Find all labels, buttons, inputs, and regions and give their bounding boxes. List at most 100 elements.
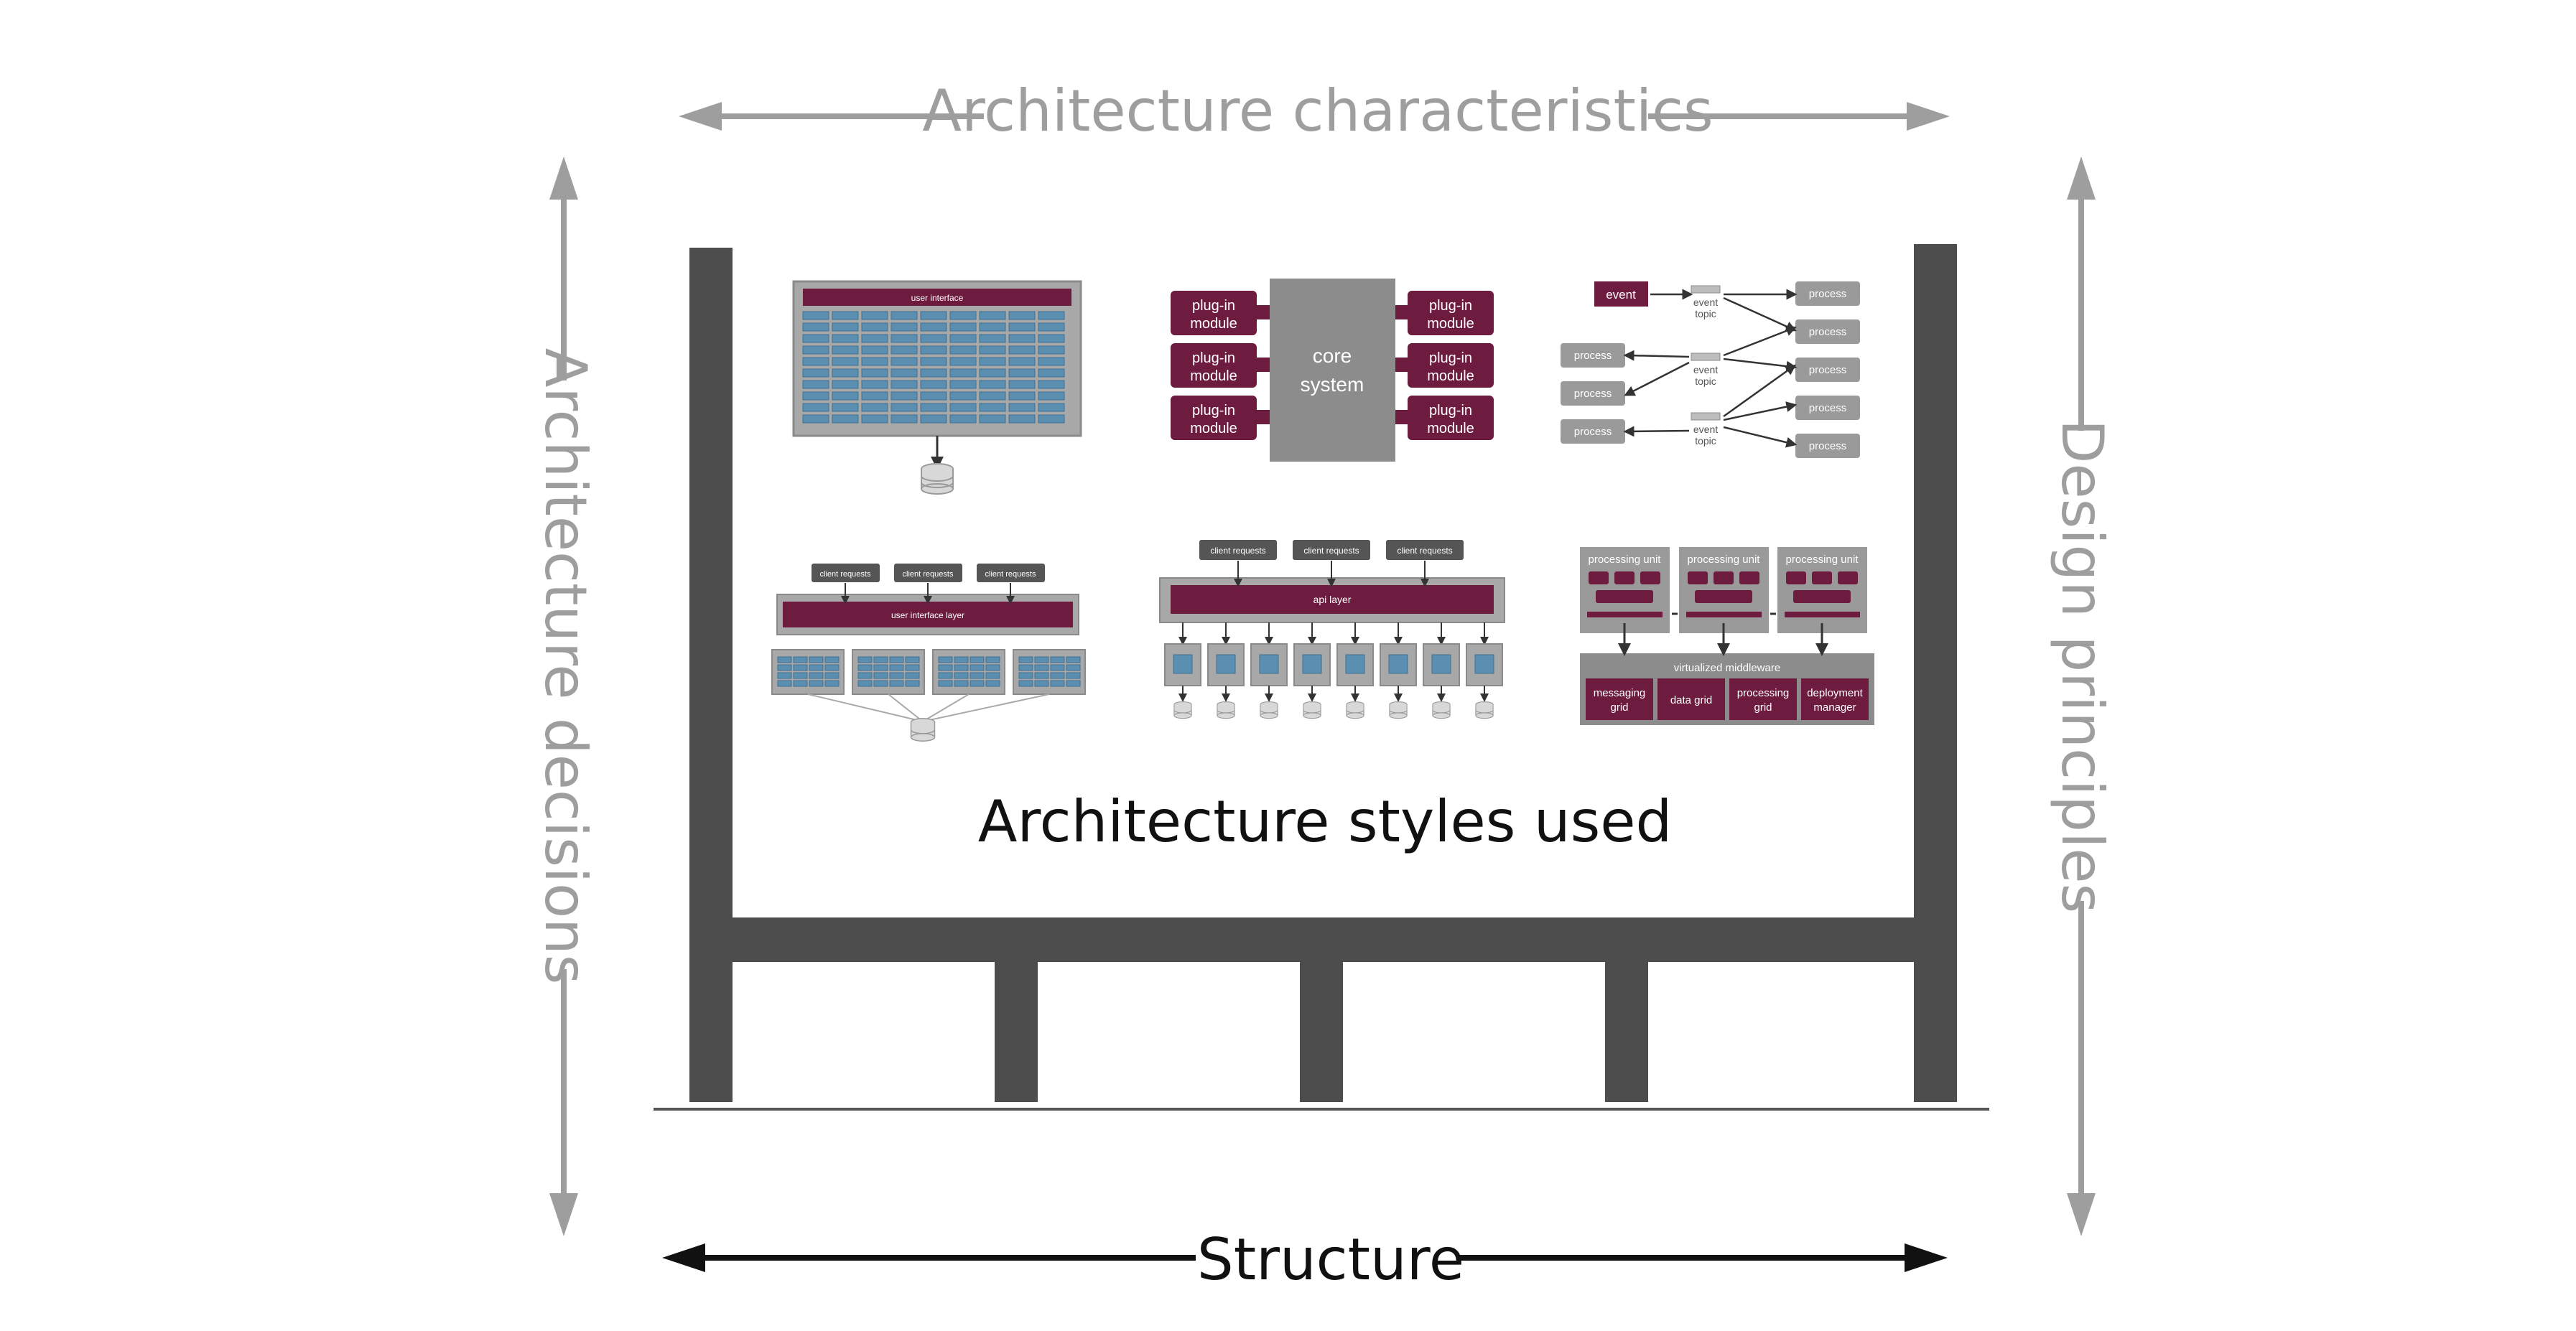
grid-cell xyxy=(920,414,947,424)
grid-cell xyxy=(861,403,888,412)
service-box xyxy=(932,649,1005,695)
database-icon xyxy=(1173,701,1192,719)
grid-cell xyxy=(802,334,829,343)
service-ui-layer xyxy=(783,602,1073,627)
grid-cell xyxy=(938,672,953,679)
layered-style-thumbnail: user interface xyxy=(792,280,1082,495)
grid-cell xyxy=(1008,322,1036,332)
layered-header xyxy=(803,289,1071,306)
service-box xyxy=(771,649,845,695)
plugin-label-line2: module xyxy=(1427,421,1474,436)
grid-cell xyxy=(832,334,859,343)
grid-cell xyxy=(802,403,829,412)
service-cells xyxy=(1018,656,1081,687)
top-left-arrowhead-icon xyxy=(679,102,722,131)
database-icon xyxy=(1217,701,1235,719)
grid-cell xyxy=(1038,391,1065,401)
grid-cell xyxy=(861,334,888,343)
database-icon xyxy=(1475,701,1494,719)
grid-cell xyxy=(832,368,859,378)
unit-block xyxy=(1589,571,1609,584)
grid-cell xyxy=(920,345,947,355)
grid-service-box xyxy=(1586,678,1653,720)
layered-header-label: user interface xyxy=(911,293,964,303)
process-box xyxy=(1795,396,1860,420)
grid-cell xyxy=(979,368,1006,378)
grid-cell xyxy=(824,664,840,671)
api-layer-label: api layer xyxy=(1313,594,1352,605)
processing-unit-label: processing unit xyxy=(1688,554,1761,566)
grid-service-box xyxy=(1801,678,1869,720)
process-label: process xyxy=(1574,426,1612,438)
core-label-line1: core xyxy=(1313,345,1352,367)
microservice-core xyxy=(1173,654,1193,674)
grid-cell xyxy=(832,414,859,424)
layered-database-icon xyxy=(921,463,954,495)
grid-cell xyxy=(793,664,808,671)
plugin-label-line1: plug-in xyxy=(1192,403,1235,419)
grid-cell xyxy=(905,664,920,671)
event-topic-label-line2: topic xyxy=(1695,308,1716,319)
unit-block xyxy=(1714,571,1734,584)
grid-cell xyxy=(1050,656,1065,663)
grid-cell xyxy=(861,380,888,389)
arrow-icon xyxy=(1723,296,1797,332)
grid-cell xyxy=(920,403,947,412)
plugin-label-line1: plug-in xyxy=(1429,298,1472,314)
grid-cell xyxy=(920,357,947,366)
plugin-connector xyxy=(1257,305,1270,319)
microservice-core xyxy=(1216,654,1236,674)
grid-cell xyxy=(1066,664,1081,671)
service-db-link xyxy=(807,693,924,722)
grid-cell xyxy=(891,391,918,401)
grid-cell xyxy=(1018,680,1033,687)
grid-cell xyxy=(954,664,969,671)
grid-cell xyxy=(949,322,977,332)
grid-service-label-line2: manager xyxy=(1813,701,1856,714)
grid-cell xyxy=(970,680,985,687)
plugin-module-box xyxy=(1171,291,1257,335)
grid-cell xyxy=(861,311,888,320)
left-wall xyxy=(689,248,733,1102)
grid-cell xyxy=(1008,414,1036,424)
process-label: process xyxy=(1809,402,1847,414)
grid-cell xyxy=(970,656,985,663)
service-ui-layer-label: user interface layer xyxy=(891,610,964,620)
grid-cell xyxy=(970,664,985,671)
process-box xyxy=(1795,358,1860,382)
grid-cell xyxy=(832,391,859,401)
grid-cell xyxy=(1050,672,1065,679)
event-label: event xyxy=(1606,288,1636,302)
arrow-icon xyxy=(1623,350,1690,361)
grid-cell xyxy=(832,322,859,332)
grid-cell xyxy=(802,380,829,389)
plugin-connector xyxy=(1395,410,1408,424)
grid-cell xyxy=(905,656,920,663)
unit-block xyxy=(1640,571,1660,584)
grid-cell xyxy=(802,391,829,401)
client-request-label: client requests xyxy=(820,570,871,579)
process-label: process xyxy=(1809,288,1847,300)
grid-cell xyxy=(777,672,792,679)
right-down-arrowhead-icon xyxy=(2067,1193,2096,1236)
arrow-icon xyxy=(1723,426,1798,448)
right-wall xyxy=(1914,244,1957,1102)
grid-cell xyxy=(920,380,947,389)
grid-cell xyxy=(1008,368,1036,378)
plugin-label-line1: plug-in xyxy=(1192,350,1235,366)
service-db-link xyxy=(888,693,924,722)
unit-block xyxy=(1838,571,1858,584)
process-box xyxy=(1561,419,1625,444)
plugin-label-line2: module xyxy=(1190,368,1237,384)
grid-cell xyxy=(1038,345,1065,355)
grid-cell xyxy=(889,656,904,663)
grid-cell xyxy=(1038,414,1065,424)
grid-cell xyxy=(832,345,859,355)
grid-cell xyxy=(1066,672,1081,679)
pillar-2 xyxy=(1300,958,1343,1102)
process-label: process xyxy=(1809,326,1847,338)
right-label: Design principles xyxy=(2049,419,2116,913)
